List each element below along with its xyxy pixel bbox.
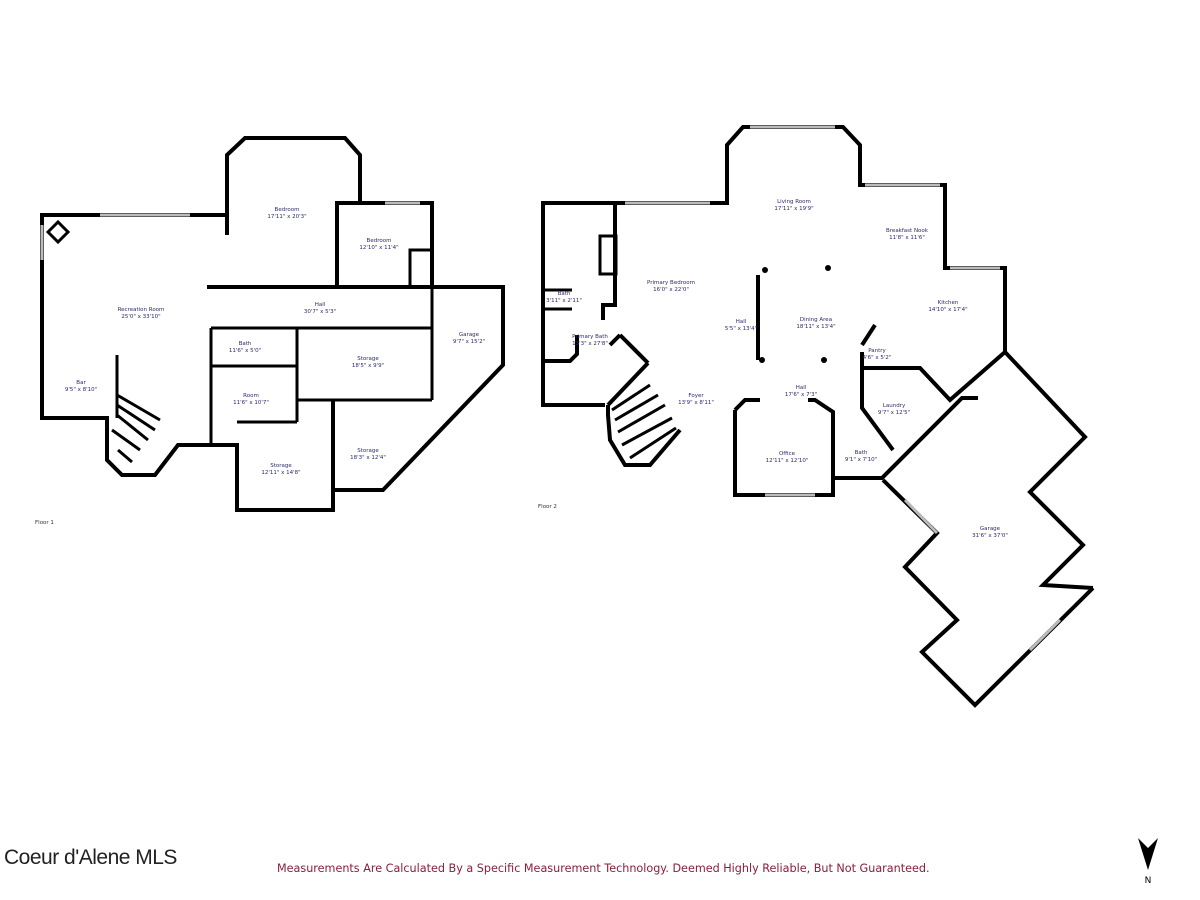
disclaimer: Measurements Are Calculated By a Specifi…: [277, 862, 930, 875]
room-size: 17'11" x 19'9": [774, 206, 813, 212]
room-size: 14'10" x 17'4": [928, 307, 967, 313]
room-name: Hall: [736, 319, 747, 325]
room-size: 11'8" x 11'6": [889, 235, 925, 241]
room-size: 18'3" x 12'4": [350, 455, 386, 461]
floor2-label: Floor 2: [538, 504, 557, 510]
room-size: 12'10" x 11'4": [359, 245, 398, 251]
room-name: Office: [779, 451, 796, 457]
room-name: Garage: [459, 332, 480, 338]
room-size: 16'0" x 22'0": [653, 287, 689, 293]
room-size: 4'6" x 5'2": [863, 355, 892, 361]
room-name: Breakfast Nook: [886, 228, 929, 234]
room-name: Foyer: [688, 393, 704, 399]
room-name: Bedroom: [367, 238, 392, 244]
brand-logo-text: Coeur d'Alene MLS: [4, 846, 177, 869]
room-name: Hall: [315, 302, 326, 308]
floor2-walls: [541, 125, 1095, 708]
room-size: 13'9" x 8'11": [678, 400, 714, 406]
room-name: Recreation Room: [118, 307, 165, 313]
room-size: 17'11" x 20'3": [267, 214, 306, 220]
room-name: Bath: [558, 291, 571, 297]
room-name: Bar: [76, 380, 86, 386]
room-name: Dining Area: [800, 317, 832, 323]
room-size: 18'5" x 9'9": [352, 363, 384, 369]
room-size: 11'6" x 10'7": [233, 400, 269, 406]
room-size: 13'3" x 27'8": [572, 341, 608, 347]
floor1-stairs-icon: [111, 393, 161, 464]
room-size: 5'5" x 13'4": [725, 326, 757, 332]
floor1-labels: Recreation Room 25'0" x 33'10" Bedroom 1…: [35, 207, 485, 526]
room-size: 18'11" x 13'4": [796, 324, 835, 330]
floor2-stairs-icon: [611, 383, 677, 460]
north-arrow-icon: N: [1136, 834, 1160, 886]
floor2-labels: Living Room 17'11" x 19'9" Breakfast Noo…: [538, 199, 1008, 539]
room-size: 12'11" x 12'10": [766, 458, 809, 464]
room-size: 25'0" x 33'10": [121, 314, 160, 320]
room-size: 9'7" x 15'2": [453, 339, 485, 345]
room-size: 9'1" x 7'10": [845, 457, 877, 463]
room-name: Laundry: [883, 403, 906, 409]
floor1-label: Floor 1: [35, 520, 54, 526]
room-name: Storage: [270, 463, 292, 469]
room-name: Kitchen: [938, 300, 959, 306]
room-size: 3'11" x 2'11": [546, 298, 582, 304]
room-name: Storage: [357, 448, 379, 454]
room-name: Living Room: [777, 199, 811, 205]
room-name: Primary Bath: [572, 334, 608, 340]
room-name: Garage: [980, 526, 1001, 532]
room-name: Hall: [796, 385, 807, 391]
floor1-walls: [40, 136, 505, 512]
room-size: 11'6" x 5'0": [229, 348, 261, 354]
room-size: 9'5" x 8'10": [65, 387, 97, 393]
north-label: N: [1145, 876, 1152, 886]
room-name: Bedroom: [275, 207, 300, 213]
column-icons: [759, 265, 831, 363]
room-name: Primary Bedroom: [647, 280, 695, 286]
room-name: Pantry: [868, 348, 886, 354]
room-size: 17'6" x 7'3": [785, 392, 817, 398]
fireplace-icon: [598, 234, 618, 276]
room-name: Bath: [239, 341, 252, 347]
room-name: Bath: [855, 450, 868, 456]
room-size: 31'6" x 37'0": [972, 533, 1008, 539]
room-size: 9'7" x 12'5": [878, 410, 910, 416]
fireplace-icon: [45, 219, 71, 245]
room-size: 30'7" x 5'3": [304, 309, 336, 315]
room-name: Storage: [357, 356, 379, 362]
room-name: Room: [243, 393, 259, 399]
room-size: 12'11" x 14'8": [261, 470, 300, 476]
